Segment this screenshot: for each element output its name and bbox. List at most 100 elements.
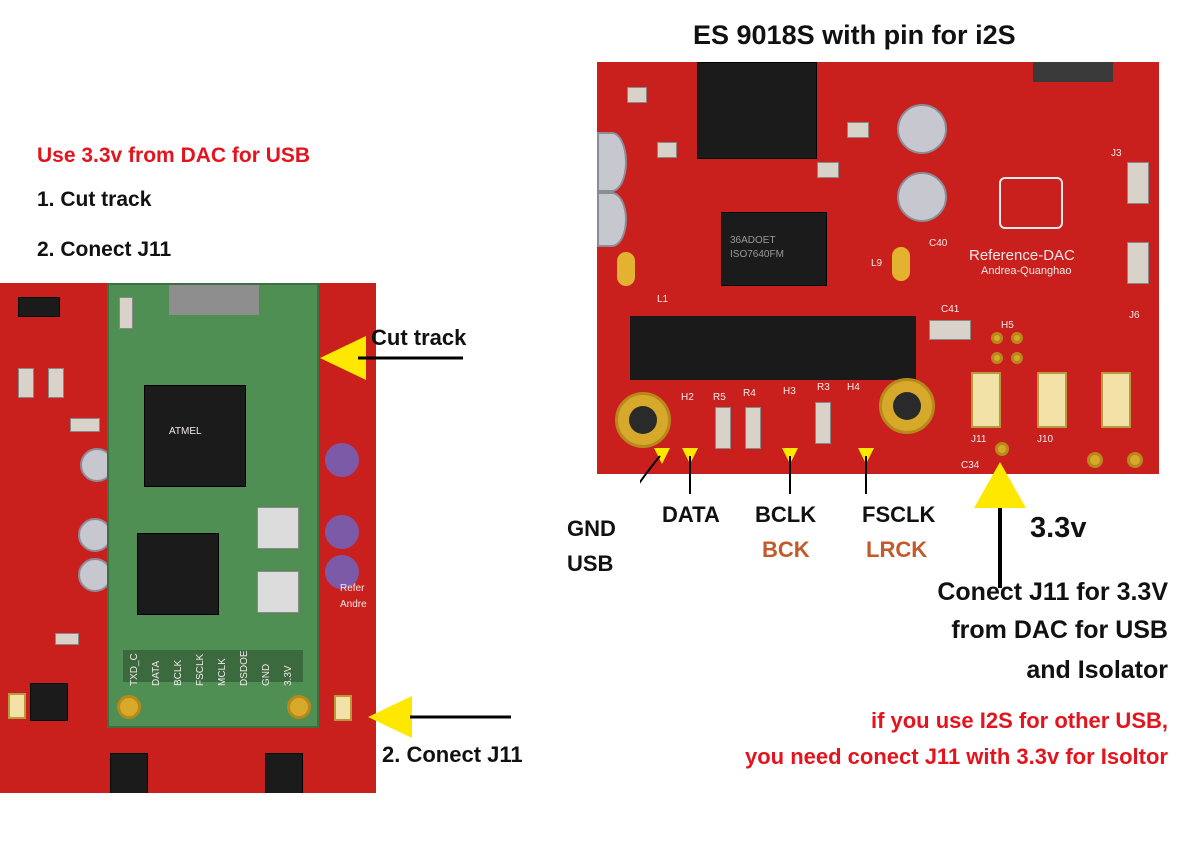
label-bclk: BCLK bbox=[173, 659, 184, 686]
callout-cut-track: Cut track bbox=[371, 325, 467, 350]
smd-part bbox=[1127, 162, 1149, 204]
capacitor bbox=[597, 132, 627, 192]
label-bclk: BCLK bbox=[755, 502, 817, 527]
note-line3: and Isolator bbox=[1026, 656, 1168, 684]
conect-j11-arrow-head bbox=[368, 696, 412, 738]
right-title: ES 9018S with pin for i2S bbox=[693, 20, 1016, 50]
slot-pad bbox=[892, 247, 910, 281]
logo-mark bbox=[999, 177, 1063, 229]
chip-model: ISO7640FM bbox=[730, 249, 784, 260]
note-line1: Conect J11 for 3.3V bbox=[937, 578, 1168, 606]
label-gnd: GND bbox=[567, 516, 616, 541]
slot-pad bbox=[617, 252, 635, 286]
regulator-chip bbox=[110, 753, 148, 793]
crystal-oscillator bbox=[257, 507, 299, 549]
capacitor bbox=[897, 172, 947, 222]
small-ic bbox=[30, 683, 68, 721]
label-data: DATA bbox=[151, 660, 162, 686]
mount-hole-center bbox=[629, 406, 657, 434]
silk-h3: H3 bbox=[783, 386, 796, 397]
silk-r5: R5 bbox=[713, 392, 726, 403]
mount-hole bbox=[287, 695, 311, 719]
warning-line1: if you use I2S for other USB, bbox=[870, 708, 1168, 733]
silk-c40: C40 bbox=[929, 238, 948, 249]
capacitor bbox=[325, 515, 359, 549]
usb-connector bbox=[169, 285, 259, 315]
silk-h5: H5 bbox=[1001, 320, 1014, 331]
label-dsdoe: DSDOE bbox=[239, 650, 250, 686]
isolator-chip: 36ADOET ISO7640FM bbox=[721, 212, 827, 286]
pin-pointers bbox=[640, 448, 874, 494]
pad bbox=[991, 332, 1003, 344]
brand-label: Reference-DAC bbox=[969, 247, 1075, 264]
smd-part bbox=[55, 633, 79, 645]
pad-j11-3v3 bbox=[995, 442, 1009, 456]
jumper-j6 bbox=[1101, 372, 1131, 428]
conect-j11-arrow bbox=[368, 696, 511, 738]
header-labels: TXD_C DATA BCLK FSCLK MCLK DSDOE GND 3.3… bbox=[123, 650, 307, 726]
note-line2: from DAC for USB bbox=[951, 616, 1168, 644]
smd-part bbox=[119, 297, 133, 329]
silk-r4: R4 bbox=[743, 388, 756, 399]
pad bbox=[1011, 352, 1023, 364]
author-label: Andrea-Quanghao bbox=[981, 265, 1072, 277]
cut-track-arrow bbox=[320, 336, 463, 380]
label-usb: USB bbox=[567, 551, 614, 576]
usb-power-heading: Use 3.3v from DAC for USB bbox=[37, 144, 311, 167]
label-fsclk: FSCLK bbox=[862, 502, 936, 527]
silk-j6: J6 bbox=[1129, 310, 1140, 321]
connector bbox=[1033, 62, 1113, 82]
silk-andrea: Andre bbox=[340, 599, 367, 610]
resistor-r3 bbox=[815, 402, 831, 444]
step-cut-track: 1. Cut track bbox=[37, 188, 152, 211]
label-bck: BCK bbox=[762, 537, 810, 562]
chip-mark: ATMEL bbox=[169, 426, 202, 437]
jumper bbox=[8, 693, 26, 719]
chip-marking: 36ADOET bbox=[730, 235, 776, 246]
capacitor bbox=[325, 443, 359, 477]
smd-part bbox=[1127, 242, 1149, 284]
smd-part bbox=[48, 368, 64, 398]
warning-line2: you need conect J11 with 3.3v for Isolto… bbox=[744, 744, 1168, 769]
gnd-pointer bbox=[654, 448, 670, 464]
resistor-r4 bbox=[745, 407, 761, 449]
mount-hole bbox=[117, 695, 141, 719]
smd-part bbox=[70, 418, 100, 432]
smd-part bbox=[627, 87, 647, 103]
silk-j3: J3 bbox=[1111, 148, 1122, 159]
left-board-photo: Refer Andre ATMEL TXD_C DATA BCLK FSCLK … bbox=[0, 283, 376, 793]
label-3v3: 3.3v bbox=[1030, 512, 1087, 544]
j11-arrow bbox=[974, 462, 1026, 588]
silk-l1: L1 bbox=[657, 294, 669, 305]
silk-c34: C34 bbox=[961, 460, 980, 471]
smd-part bbox=[18, 368, 34, 398]
silk-c41: C41 bbox=[941, 304, 960, 315]
silk-refer: Refer bbox=[340, 583, 365, 594]
silk-h4: H4 bbox=[847, 382, 860, 393]
regulator-chip bbox=[265, 753, 303, 793]
capacitor bbox=[897, 104, 947, 154]
pad bbox=[991, 352, 1003, 364]
mount-hole bbox=[615, 392, 671, 448]
callout-conect-j11: 2. Conect J11 bbox=[382, 742, 523, 767]
jumper-j11 bbox=[334, 695, 352, 721]
jumper-j10 bbox=[1037, 372, 1067, 428]
jumper-j11 bbox=[971, 372, 1001, 428]
capacitor bbox=[597, 192, 627, 247]
pad bbox=[1011, 332, 1023, 344]
silk-j10: J10 bbox=[1037, 434, 1054, 445]
gnd-leader bbox=[640, 455, 661, 484]
label-fsclk: FSCLK bbox=[195, 653, 206, 686]
usb-module-board: ATMEL TXD_C DATA BCLK FSCLK MCLK DSDOE G… bbox=[107, 283, 319, 728]
capacitor bbox=[325, 555, 359, 589]
smd-part bbox=[817, 162, 839, 178]
regulator-chip bbox=[18, 297, 60, 317]
capacitor bbox=[78, 558, 112, 592]
step-connect-j11: 2. Conect J11 bbox=[37, 238, 172, 261]
smd-part bbox=[657, 142, 677, 158]
label-lrck: LRCK bbox=[866, 537, 928, 562]
label-txd: TXD_C bbox=[129, 653, 140, 686]
smd-part bbox=[929, 320, 971, 340]
crystal-oscillator bbox=[257, 571, 299, 613]
silk-l9: L9 bbox=[871, 258, 883, 269]
